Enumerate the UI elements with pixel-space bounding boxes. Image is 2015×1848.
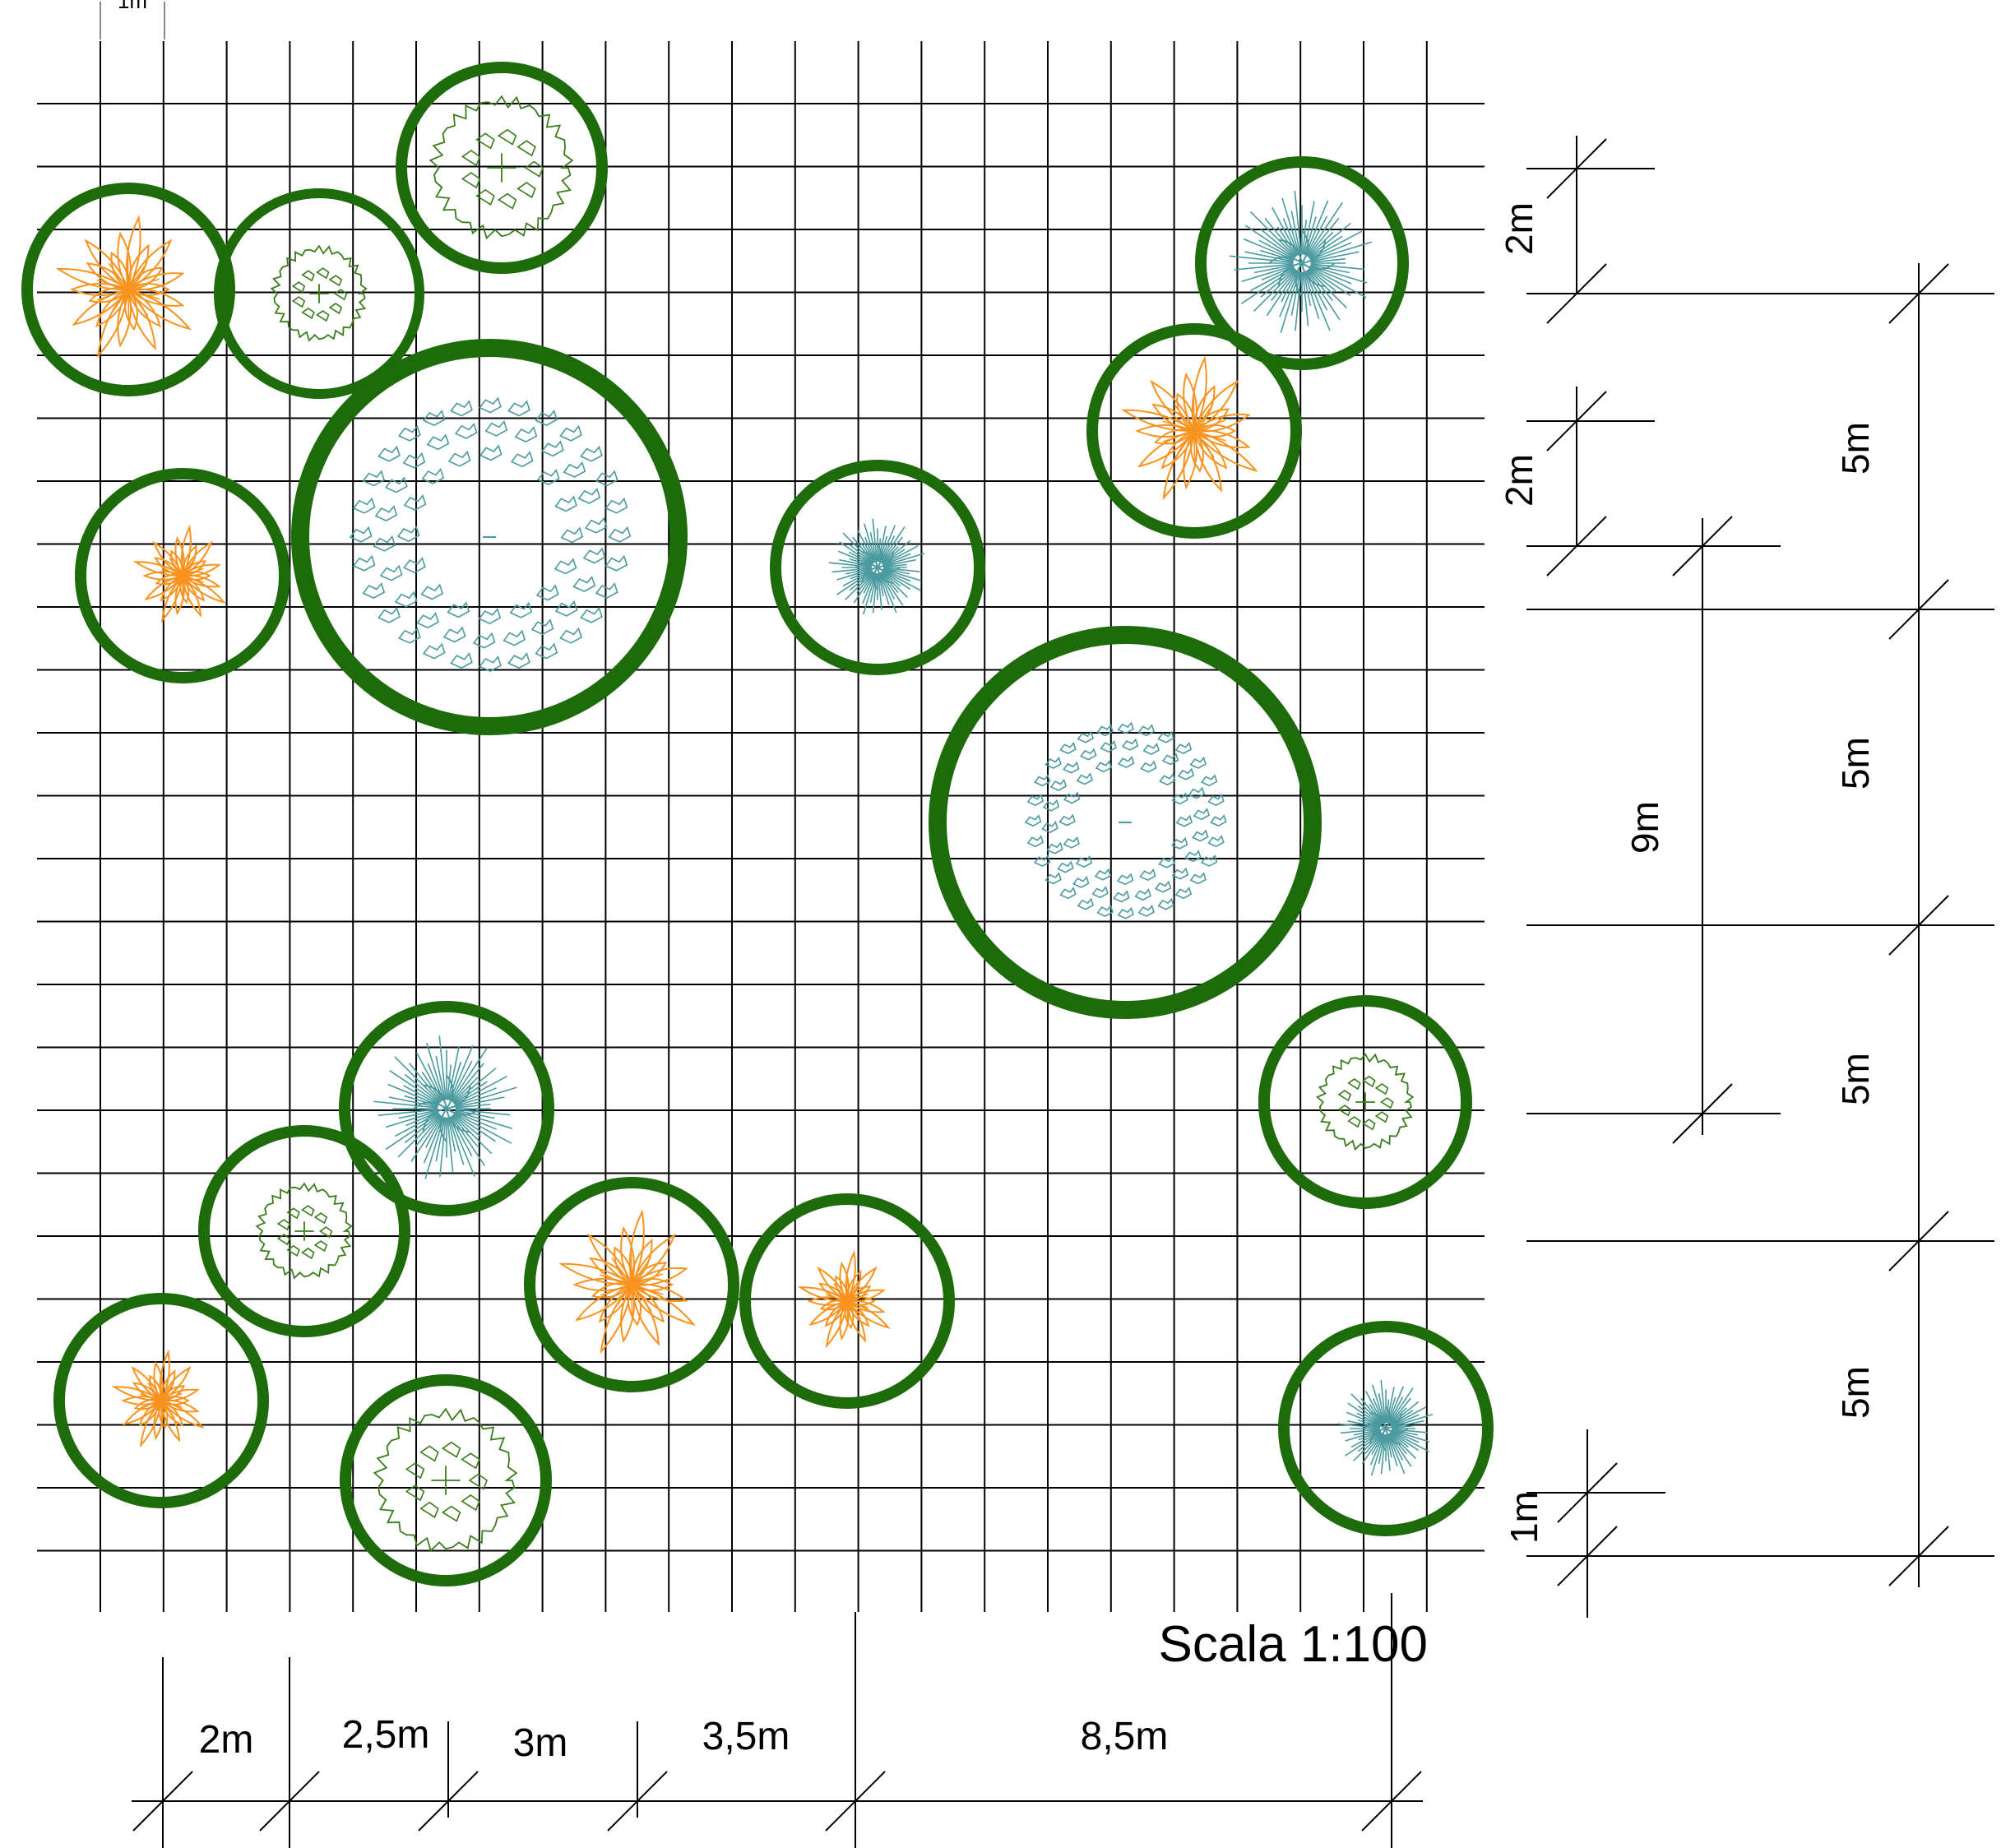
canopy-ring (339, 1001, 554, 1216)
vertical-dim-label: 2m (1498, 202, 1540, 255)
vertical-dim-label: 5m (1834, 1053, 1877, 1105)
plant-green-tree-small (198, 1125, 410, 1337)
vertical-dim-label: 5m (1834, 422, 1877, 475)
plant-green-tree-small (1258, 995, 1472, 1209)
horizontal-dim-label: 2m (199, 1718, 254, 1762)
plant-orange-shrub-small (53, 1293, 269, 1508)
grid-unit-label: 1m (118, 0, 147, 13)
plant-teal-palm (339, 1001, 554, 1216)
plant-orange-shrub (1086, 323, 1302, 539)
canopy-ring (21, 183, 235, 396)
canopy-ring (214, 188, 424, 399)
horizontal-dim-label: 3m (513, 1721, 568, 1765)
canopy-ring (198, 1125, 410, 1337)
vertical-dim-label: 5m (1834, 1366, 1877, 1419)
plant-teal-palm-small (1278, 1321, 1494, 1536)
plant-teal-palm (1195, 156, 1409, 370)
canopy-ring (1258, 995, 1472, 1209)
dimension-lines (132, 136, 1994, 1848)
canopy-ring (1278, 1321, 1494, 1536)
horizontal-dim-label: 3,5m (702, 1715, 790, 1758)
canopy-ring (524, 1177, 739, 1392)
canopy-ring (929, 626, 1322, 1019)
plant-teal-palm-small (770, 460, 985, 675)
plant-orange-shrub-small (75, 468, 290, 683)
horizontal-dim-label: 8,5m (1081, 1715, 1169, 1758)
canopy-ring (340, 1374, 552, 1586)
vertical-dim-label: 1m (1503, 1491, 1545, 1544)
scale-label: Scala 1:100 (1159, 1616, 1428, 1673)
canopy-ring (53, 1293, 269, 1508)
plant-orange-shrub (524, 1177, 739, 1392)
canopy-ring (75, 468, 290, 683)
horizontal-dim-label: 2,5m (342, 1713, 430, 1757)
grid (37, 41, 1485, 1612)
vertical-dimension-labels: 2m 2m 9m 1m 5m 5m 5m 5m (1498, 202, 1877, 1544)
plants-layer (21, 62, 1494, 1586)
vertical-dim-label: 9m (1624, 801, 1666, 854)
plant-teal-leafy-large (291, 339, 688, 735)
horizontal-dimension-labels: 2m 2,5m 3m 3,5m 8,5m (199, 1713, 1169, 1765)
dimension-tick (1672, 516, 1733, 577)
plant-green-tree (396, 62, 608, 274)
vertical-dim-label: 5m (1834, 737, 1877, 790)
canopy-ring (291, 339, 688, 735)
grid-unit-indicator: 1m (100, 0, 165, 39)
vertical-dim-label: 2m (1498, 454, 1540, 507)
canopy-ring (739, 1193, 955, 1409)
plant-orange-shrub (21, 183, 235, 396)
plant-teal-leafy (929, 626, 1322, 1019)
plant-orange-shrub-small (739, 1193, 955, 1409)
canopy-ring (1086, 323, 1302, 539)
canopy-ring (396, 62, 608, 274)
canopy-ring (770, 460, 985, 675)
plant-green-tree-small (214, 188, 424, 399)
plant-green-tree (340, 1374, 552, 1586)
canopy-ring (1195, 156, 1409, 370)
